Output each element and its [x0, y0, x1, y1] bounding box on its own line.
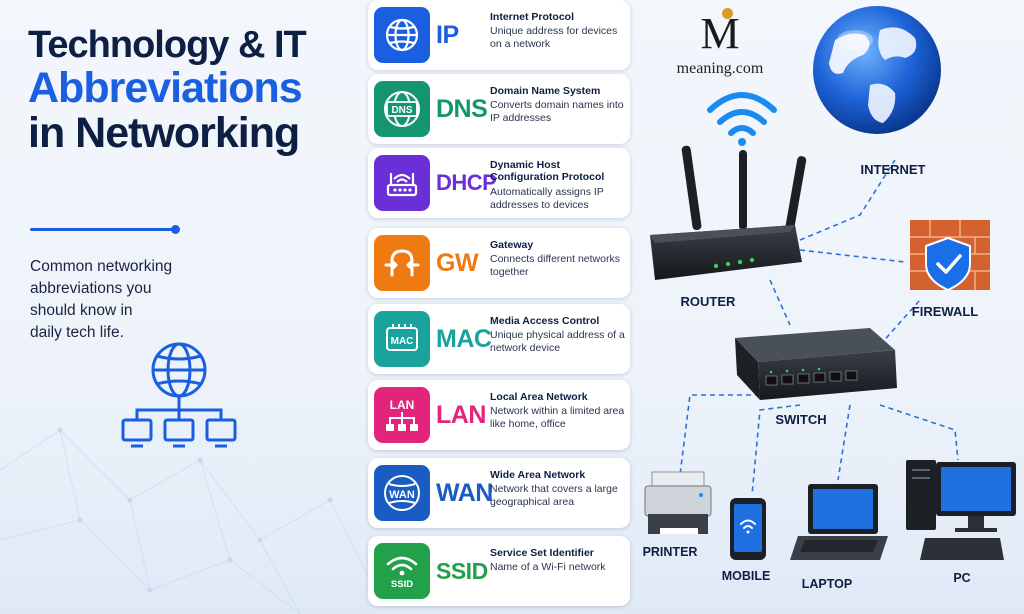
desc-wan: Network that covers a large geographical…	[490, 483, 618, 508]
card-lan: LAN LAN Local Area Network Network withi…	[368, 380, 630, 450]
internet-globe-icon	[813, 6, 941, 134]
card-ip: IP Internet Protocol Unique address for …	[368, 0, 630, 70]
wifi-signal-icon	[707, 92, 777, 136]
name-dns: Domain Name System	[490, 85, 601, 97]
abbr-dns: DNS	[436, 94, 488, 123]
globe-icon	[374, 7, 430, 63]
network-diagram: INTERNET ROUTER FIREWALL	[643, 6, 1016, 591]
lan-icon: LAN	[374, 387, 430, 443]
ssid-icon-text: SSID	[391, 579, 413, 590]
subtitle: Common networking abbreviations you shou…	[30, 258, 173, 341]
desc-gw: Connects different networks together	[490, 253, 620, 278]
chip-icon: MAC	[374, 311, 430, 367]
wifi-icon: SSID	[374, 543, 430, 599]
router-icon	[374, 155, 430, 211]
laptop-label: LAPTOP	[802, 577, 852, 591]
logo-wordmark: meaning.com	[676, 60, 764, 77]
logo-letter: M	[700, 9, 740, 58]
abbr-mac: MAC	[436, 324, 492, 353]
desc-lan: Network within a limited area like home,…	[490, 405, 625, 430]
abbr-gw: GW	[436, 248, 479, 277]
abbr-ip: IP	[436, 20, 459, 49]
card-dhcp: DHCP Dynamic Host Configuration Protocol…	[368, 148, 630, 218]
card-dns: DNS DNS Domain Name System Converts doma…	[368, 74, 630, 144]
abbr-wan: WAN	[436, 478, 493, 507]
abbr-dhcp: DHCP	[436, 170, 497, 195]
title-line-1: Technology & IT	[28, 24, 307, 66]
lan-icon-text: LAN	[390, 398, 415, 412]
card-mac: MAC MAC Media Access Control Unique phys…	[368, 304, 630, 374]
internet-label: INTERNET	[861, 162, 926, 177]
switch-device-icon	[735, 328, 897, 400]
name-wan: Wide Area Network	[490, 469, 586, 481]
mobile-label: MOBILE	[722, 569, 771, 583]
name-dhcp: Dynamic Host Configuration Protocol	[490, 159, 605, 183]
name-lan: Local Area Network	[490, 391, 588, 403]
name-mac: Media Access Control	[490, 315, 600, 327]
card-ssid: SSID SSID Service Set Identifier Name of…	[368, 536, 630, 606]
firewall-label: FIREWALL	[912, 304, 978, 319]
desc-mac: Unique physical address of a network dev…	[490, 329, 625, 354]
abbr-lan: LAN	[436, 400, 486, 429]
brand-logo: M meaning.com	[660, 8, 780, 78]
laptop-icon	[790, 484, 888, 560]
logo-mark: M	[700, 8, 740, 58]
name-gw: Gateway	[490, 239, 534, 251]
mac-icon-text: MAC	[391, 336, 414, 347]
pc-icon	[906, 460, 1016, 560]
mobile-icon	[730, 498, 766, 560]
desc-ssid: Name of a Wi-Fi network	[490, 561, 606, 573]
title-line-3: in Networking	[28, 109, 300, 158]
network-globe-icon	[121, 342, 237, 448]
wan-icon: WAN	[374, 465, 430, 521]
dashed-connections	[679, 159, 959, 496]
printer-icon	[644, 471, 712, 534]
gateway-icon	[374, 235, 430, 291]
pc-label: PC	[953, 571, 970, 585]
title-divider	[30, 225, 180, 234]
card-gw: GW Gateway Connects different networks t…	[368, 228, 630, 298]
name-ssid: Service Set Identifier	[490, 547, 594, 559]
firewall-icon	[910, 220, 990, 292]
printer-label: PRINTER	[643, 545, 698, 559]
desc-ip: Unique address for devices on a network	[490, 25, 618, 50]
wan-icon-text: WAN	[389, 489, 415, 501]
card-wan: WAN WAN Wide Area Network Network that c…	[368, 458, 630, 528]
page-title: Technology & IT Abbreviations in Network…	[28, 24, 368, 158]
dns-icon-text: DNS	[391, 105, 412, 116]
dns-icon: DNS	[374, 81, 430, 137]
router-label: ROUTER	[681, 294, 737, 309]
title-line-2: Abbreviations	[28, 63, 303, 112]
router-device-icon	[650, 145, 807, 280]
abbr-ssid: SSID	[436, 557, 488, 584]
desc-dns: Converts domain names into IP addresses	[490, 99, 624, 124]
desc-dhcp: Automatically assigns IP addresses to de…	[490, 186, 604, 211]
logo-dot	[722, 8, 734, 19]
switch-label: SWITCH	[775, 412, 826, 427]
name-ip: Internet Protocol	[490, 11, 575, 23]
